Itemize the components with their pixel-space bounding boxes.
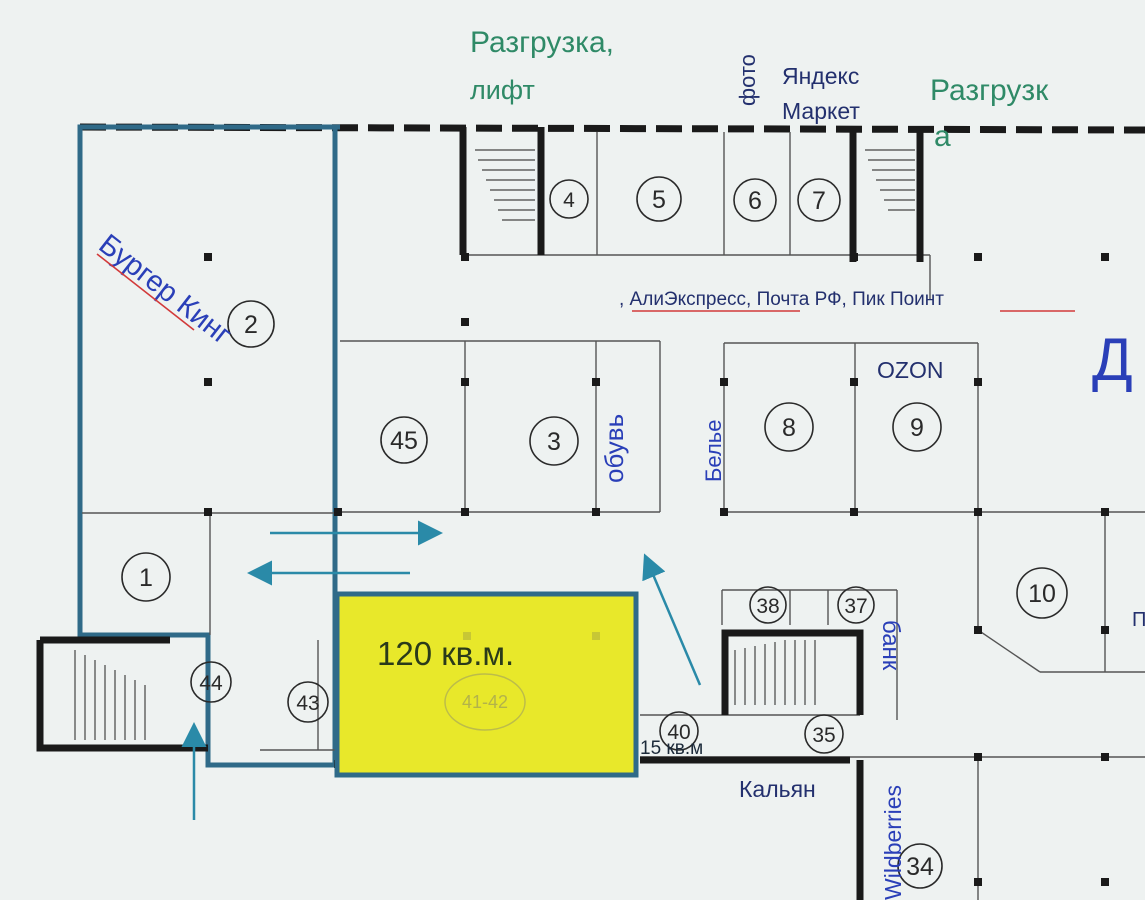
unit-41-42-number: 41-42 — [462, 692, 508, 712]
unit-4: 4 — [563, 189, 575, 212]
columns — [204, 253, 1109, 886]
unit-3: 3 — [547, 428, 561, 456]
unit-40: 40 — [667, 721, 690, 744]
hookah-label: Кальян — [739, 776, 816, 802]
unit-38: 38 — [756, 595, 779, 618]
unit-43: 43 — [296, 692, 319, 715]
shoes-label: обувь — [599, 414, 629, 483]
pickup-points-label: , АлиЭкспресс, Почта РФ, Пик Поинт — [619, 289, 944, 310]
unit-41-42-circle — [444, 673, 526, 731]
unloading-right-label-line2: а — [934, 120, 951, 153]
highlight-area-label: 120 кв.м. — [377, 635, 514, 672]
unit-5: 5 — [652, 186, 666, 214]
unit-44: 44 — [199, 672, 223, 695]
edge-letter-small: П — [1132, 609, 1145, 631]
unit-7: 7 — [812, 187, 826, 215]
bank-label: банк — [877, 620, 904, 671]
unloading-right-label-line1: Разгрузк — [930, 74, 1049, 107]
lingerie-label: Белье — [701, 420, 726, 482]
unit-2: 2 — [244, 311, 258, 339]
wildberries-label: Wildberries — [880, 785, 906, 900]
highlight-unit-41-42[interactable] — [334, 591, 639, 778]
photo-label: фото — [735, 54, 760, 106]
small-area-label: 15 кв.м — [640, 738, 703, 759]
stair-hatch — [74, 149, 915, 740]
unit-markers — [121, 176, 1068, 889]
burger-king-outline — [77, 124, 340, 768]
highlight-column-a — [463, 632, 471, 640]
unit-37: 37 — [844, 595, 867, 618]
unit-35: 35 — [812, 724, 835, 747]
unit-45: 45 — [390, 427, 418, 455]
edge-letter-large: Д — [1092, 326, 1133, 393]
yandex-label-line2: Маркет — [782, 98, 860, 124]
burger-king-underline — [96, 253, 195, 331]
ozon-label: OZON — [877, 357, 943, 383]
highlight-column-b — [592, 632, 600, 640]
exterior-wall-top — [79, 123, 1145, 134]
unit-6: 6 — [748, 187, 762, 215]
unit-9: 9 — [910, 414, 924, 442]
unloading-lift-label-line2: лифт — [470, 75, 535, 105]
burger-king-label: Бургер Кинг — [93, 228, 238, 351]
unit-8: 8 — [782, 414, 796, 442]
unit-10: 10 — [1028, 580, 1056, 608]
unloading-lift-label-line1: Разгрузка, — [470, 26, 614, 59]
yandex-label-line1: Яндекс — [782, 63, 859, 89]
interior-partitions — [82, 132, 1145, 900]
unit-34: 34 — [906, 853, 934, 881]
stair-cores — [36, 127, 924, 900]
flow-arrows — [181, 520, 702, 820]
unit-1: 1 — [139, 564, 153, 592]
